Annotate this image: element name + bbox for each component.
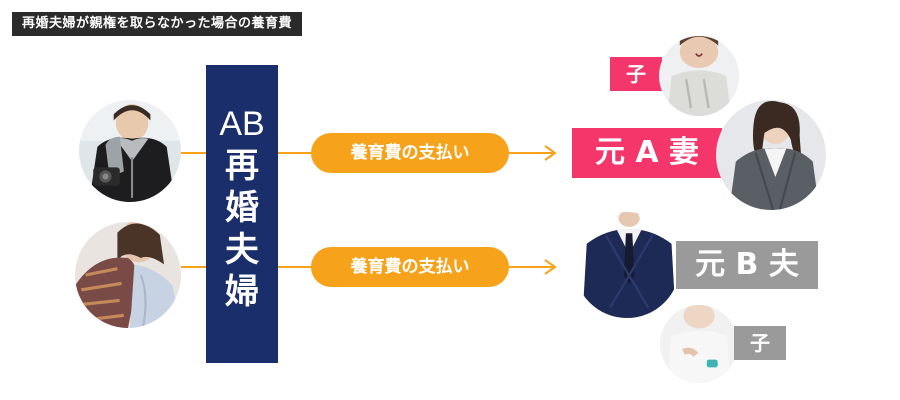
child-photo-bottom xyxy=(660,305,738,383)
child-photo-top xyxy=(659,36,739,116)
payment-pill-lower: 養育費の支払い xyxy=(311,247,509,287)
ex-husband-label: 元 B 夫 xyxy=(676,241,818,289)
arrow-upper xyxy=(509,143,559,163)
person-b-illustration xyxy=(75,222,181,328)
person-b-photo xyxy=(75,222,181,328)
ex-wife-photo xyxy=(716,100,826,210)
child-illustration xyxy=(660,305,738,383)
arrow-right-icon xyxy=(509,259,557,275)
child-label-bottom: 子 xyxy=(734,326,786,360)
ex-wife-label: 元 A 妻 xyxy=(572,128,722,178)
ex-husband-illustration xyxy=(574,212,680,318)
child-label-top: 子 xyxy=(610,57,662,91)
diagram-title: 再婚夫婦が親権を取らなかった場合の養育費 xyxy=(12,12,303,36)
couple-ab-label: AB xyxy=(219,105,265,143)
person-a-illustration xyxy=(79,100,181,202)
couple-char-1: 再 xyxy=(225,146,259,186)
couple-char-2: 婚 xyxy=(225,188,259,228)
couple-char-3: 夫 xyxy=(225,230,259,270)
child-illustration xyxy=(659,36,739,116)
person-a-photo xyxy=(79,100,181,202)
ex-husband-photo xyxy=(574,212,680,318)
connector-line-b xyxy=(181,266,206,268)
payment-line-lower-left xyxy=(278,266,312,268)
connector-line-a xyxy=(181,152,206,154)
arrow-lower xyxy=(509,257,559,277)
payment-line-upper-left xyxy=(278,152,312,154)
ex-wife-illustration xyxy=(716,100,826,210)
remarried-couple-box: AB 再 婚 夫 婦 xyxy=(206,65,278,363)
couple-char-4: 婦 xyxy=(225,272,259,312)
arrow-right-icon xyxy=(509,145,557,161)
payment-pill-upper: 養育費の支払い xyxy=(311,133,509,173)
